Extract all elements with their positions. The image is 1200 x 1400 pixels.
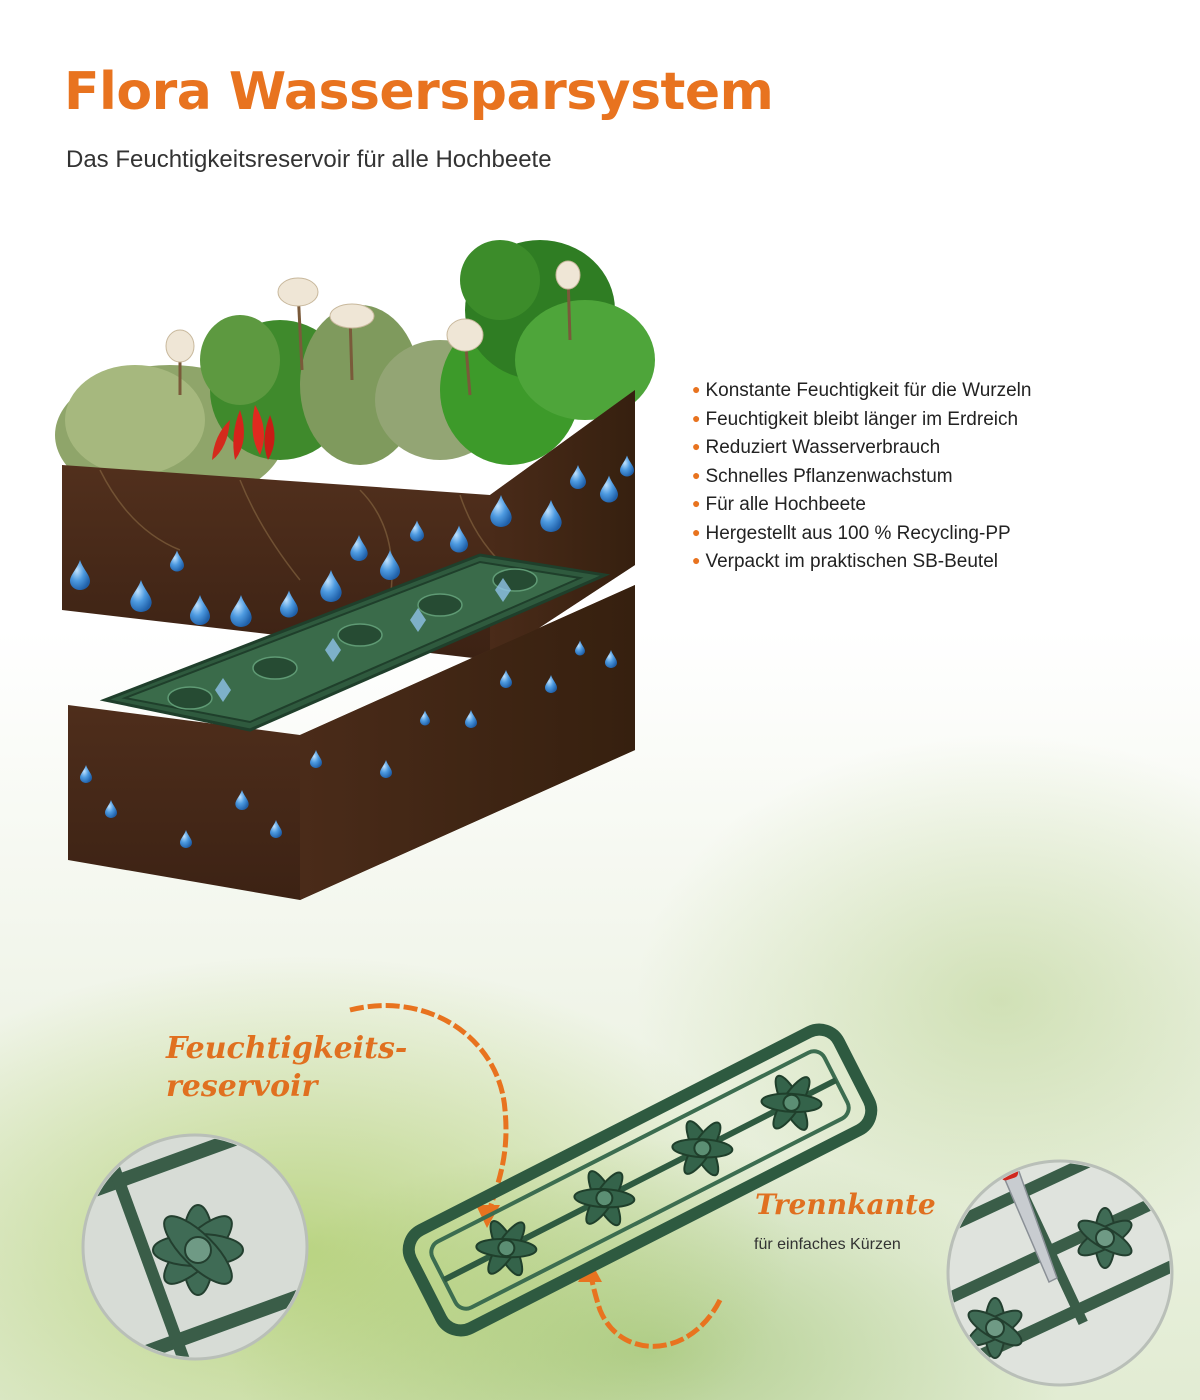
reservoir-tray: [99, 553, 611, 732]
lower-soil-block: [68, 585, 635, 900]
page-title: Flora Wassersparsystem: [64, 62, 774, 122]
reservoir-zoom-circle: [81, 1133, 309, 1361]
bullet-dot-icon: ●: [692, 409, 701, 426]
feature-item: ●Reduziert Wasserverbrauch: [692, 437, 941, 458]
feature-item: ●Feuchtigkeit bleibt länger im Erdreich: [692, 408, 1019, 430]
feature-item: ●Für alle Hochbeete: [692, 494, 867, 515]
reservoir-tray-product: [402, 1023, 878, 1337]
plants: [55, 240, 655, 505]
trennkante-subtext: für einfaches Kürzen: [754, 1236, 901, 1253]
reservoir-label: Feuchtigkeits-reservoir: [166, 1031, 408, 1104]
bullet-dot-icon: ●: [692, 381, 701, 397]
bullet-dot-icon: ●: [692, 438, 701, 454]
bullet-dot-icon: ●: [692, 466, 701, 483]
bullet-dot-icon: ●: [692, 523, 701, 540]
bullet-dot-icon: ●: [692, 495, 701, 511]
page-subtitle: Das Feuchtigkeitsreservoir für alle Hoch…: [66, 146, 552, 173]
raised-bed-illustration: [55, 240, 655, 900]
trennkante-zoom-circle: [946, 1159, 1174, 1387]
trennkante-label: Trennkante: [755, 1188, 936, 1221]
feature-item: ●Verpackt im praktischen SB-Beutel: [692, 551, 998, 572]
feature-item: ●Hergestellt aus 100 % Recycling-PP: [692, 522, 1011, 544]
bullet-dot-icon: ●: [692, 552, 701, 568]
feature-item: ●Konstante Feuchtigkeit für die Wurzeln: [692, 380, 1032, 401]
flower-reservoir-icon: [152, 1204, 244, 1296]
feature-list: ●Konstante Feuchtigkeit für die Wurzeln …: [692, 376, 1031, 576]
feature-item: ●Schnelles Pflanzenwachstum: [692, 465, 953, 487]
